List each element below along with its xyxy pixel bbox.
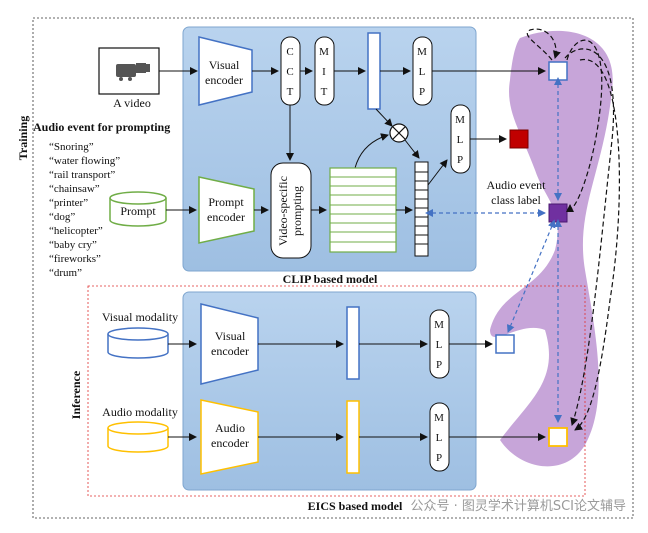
inference-audio-feature-bar: [346, 400, 360, 474]
inference-visual-feature-bar: [346, 306, 360, 380]
cct-letter-3: T: [287, 86, 294, 98]
training-audio-square: [509, 129, 529, 149]
mlp-mid-letter-3: P: [457, 154, 463, 166]
audio-event-class-label-1: Audio event: [487, 178, 547, 192]
inference-visual-output-square: [495, 334, 515, 354]
prompt-encoder-label-1: Prompt: [208, 195, 244, 209]
mlp-mid-letter-2: L: [457, 134, 464, 146]
purple-band: [490, 30, 613, 467]
visual-encoder-label-1: Visual: [209, 58, 240, 72]
outer-frame: [32, 17, 634, 519]
cct-letter-2: C: [286, 66, 293, 78]
mlp-top-letter-1: M: [417, 46, 427, 58]
visual-modality-label: Visual modality: [102, 310, 178, 324]
prompt-label: Prompt: [120, 204, 156, 218]
mlp-iv-letter-3: P: [436, 359, 442, 371]
prompt-encoder-label-2: encoder: [207, 210, 245, 224]
audio-modality-cylinder: [107, 421, 169, 453]
camera-icon: [116, 63, 150, 81]
text-feature-column: [414, 161, 429, 257]
inf-audio-encoder-label-1: Audio: [215, 421, 245, 435]
audio-event-item: “chainsaw”: [49, 183, 100, 195]
inf-visual-encoder-label-1: Visual: [215, 329, 246, 343]
visual-encoder-label-2: encoder: [205, 73, 243, 87]
clip-model-label: CLIP based model: [283, 272, 378, 286]
audio-event-class-label-2: class label: [491, 193, 541, 207]
inference-audio-output-square: [548, 427, 568, 447]
visual-output-square: [548, 61, 568, 81]
a-video-label: A video: [113, 96, 151, 110]
eics-model-label: EICS based model: [308, 499, 403, 513]
audio-event-item: “baby cry”: [49, 239, 97, 251]
inf-visual-encoder-label-2: encoder: [211, 344, 249, 358]
video-specific-label-2: prompting: [290, 186, 304, 236]
cct-letter-1: C: [286, 46, 293, 58]
mlp-top-letter-3: P: [419, 86, 425, 98]
visual-encoder: [198, 36, 253, 106]
mit-letter-2: I: [322, 66, 326, 78]
audio-event-item: “water flowing”: [49, 155, 120, 167]
mlp-ia-letter-1: M: [434, 412, 444, 424]
prompt-feature-block: [329, 167, 397, 253]
mlp-iv-letter-2: L: [436, 339, 443, 351]
mlp-ia-letter-2: L: [436, 432, 443, 444]
audio-event-item: “Snoring”: [49, 141, 94, 153]
visual-feature-bar: [367, 32, 381, 110]
visual-modality-cylinder: [107, 327, 169, 359]
mlp-top-letter-2: L: [419, 66, 426, 78]
inf-audio-encoder-label-2: encoder: [211, 436, 249, 450]
prompt-cylinder: [109, 191, 167, 227]
prompt-encoder: [198, 176, 255, 244]
inference-visual-encoder: [200, 303, 259, 385]
audio-event-item: “printer”: [49, 197, 88, 209]
audio-event-item: “drum”: [49, 267, 82, 279]
class-label-square: [548, 203, 568, 223]
audio-event-title: Audio event for prompting: [33, 120, 170, 134]
training-label: Training: [16, 116, 30, 160]
video-specific-label-1: Video-specific: [276, 176, 290, 246]
mit-letter-3: T: [321, 86, 328, 98]
mlp-ia-letter-3: P: [436, 452, 442, 464]
audio-event-item: “rail transport”: [49, 169, 115, 181]
inference-audio-encoder: [200, 399, 259, 475]
watermark-text: 公众号 · 图灵学术计算机SCI论文辅导: [410, 498, 626, 514]
mlp-iv-letter-1: M: [434, 319, 444, 331]
inference-frame: [87, 285, 586, 497]
mit-letter-1: M: [319, 46, 329, 58]
audio-event-item: “fireworks”: [49, 253, 101, 265]
audio-event-item: “dog”: [49, 211, 75, 223]
audio-event-item: “helicopter”: [49, 225, 103, 237]
audio-modality-label: Audio modality: [102, 405, 178, 419]
mlp-mid-letter-1: M: [455, 114, 465, 126]
inference-label: Inference: [69, 370, 83, 419]
